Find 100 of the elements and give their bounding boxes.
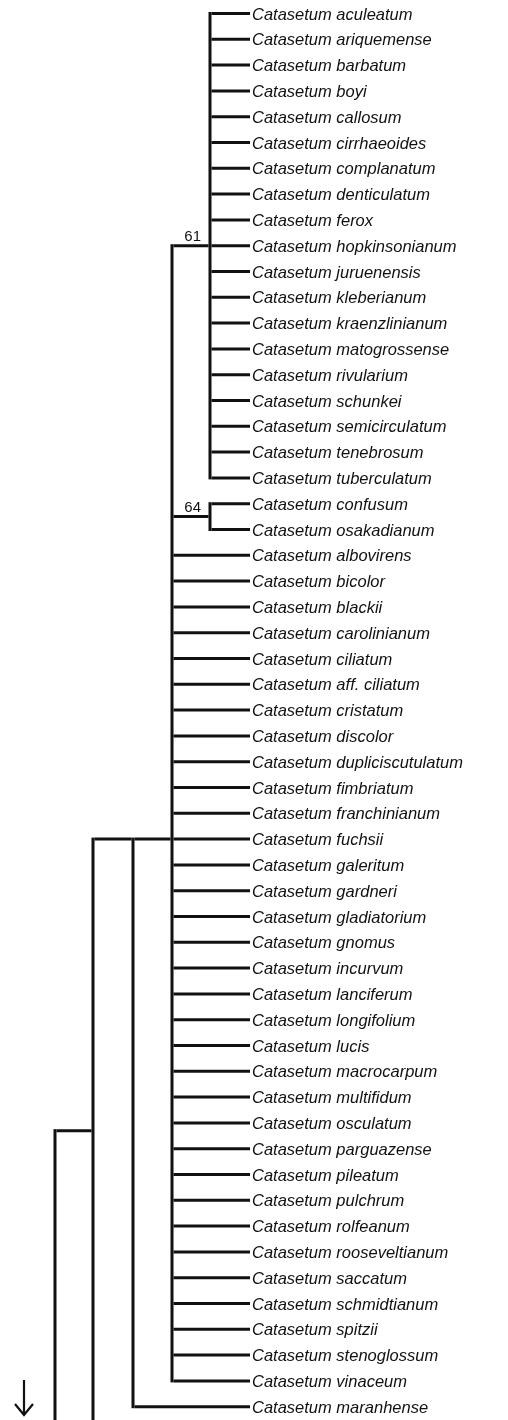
species-name: Catasetum fimbriatum [252,777,414,798]
branch-line [173,657,250,660]
branch-line [173,1224,250,1228]
species-name: Catasetum galeritum [252,854,405,875]
branch-line [173,992,250,996]
species-name: Catasetum rolfeanum [252,1216,410,1237]
branch-line [173,631,250,635]
species-name: Catasetum albovirens [252,545,412,566]
branch-line [211,218,250,222]
species-name: Catasetum discolor [252,725,394,746]
species-name: Catasetum stenoglossum [252,1345,439,1366]
branch-line [173,1276,250,1280]
species-name: Catasetum denticulatum [252,184,430,205]
branch-line [173,708,250,712]
species-name: Catasetum semicirculatum [252,416,447,437]
branch-line [211,63,250,67]
species-name: Catasetum bicolor [252,571,385,592]
species-name: Catasetum osculatum [252,1112,412,1133]
species-name: Catasetum confusum [252,493,408,514]
branch-line [173,244,209,248]
species-name: Catasetum fuchsii [252,829,384,850]
species-name: Catasetum pileatum [252,1164,399,1185]
species-name: Catasetum osakadianum [252,519,435,540]
clade-bar [53,1129,57,1420]
branch-line [173,889,250,893]
branch-line [173,1044,250,1047]
species-name: Catasetum rooseveltianum [252,1241,449,1262]
branch-line [211,373,250,377]
species-name: Catasetum pulchrum [252,1190,405,1211]
species-name: Catasetum maranhense [252,1396,429,1417]
species-name: Catasetum tenebrosum [252,442,424,463]
species-name: Catasetum gnomus [252,932,396,953]
species-name: Catasetum schmidtianum [252,1293,439,1314]
branch-line [134,837,171,841]
species-name: Catasetum juruenensis [252,261,421,282]
species-name: Catasetum ciliatum [252,648,393,669]
branch-line [173,940,250,944]
branch-line [211,166,250,170]
species-name: Catasetum cirrhaeoides [252,132,427,153]
branch-line [211,141,250,144]
branch-line [211,424,250,428]
branch-line [173,1198,250,1202]
species-name: Catasetum vinaceum [252,1370,407,1391]
branch-line [211,502,250,506]
species-name: Catasetum saccatum [252,1267,407,1288]
branch-line [173,1095,250,1099]
species-name: Catasetum matogrossense [252,338,450,359]
branch-line [211,528,250,531]
species-name: Catasetum lucis [252,1035,370,1056]
species-name: Catasetum hopkinsonianum [252,235,457,256]
branch-line [173,1327,250,1331]
species-name: Catasetum aff. ciliatum [252,674,420,695]
support-value: 61 [184,227,201,244]
branch-line [173,515,209,519]
species-name: Catasetum aculeatum [252,3,413,24]
species-name: Catasetum carolinianum [252,622,430,643]
species-name: Catasetum kraenzlinianum [252,313,448,334]
species-name: Catasetum dupliciscutulatum [252,751,463,772]
branch-line [173,863,250,867]
branch-line [173,605,250,609]
branch-line [173,579,250,583]
species-name: Catasetum callosum [252,106,402,127]
branch-line [211,347,250,351]
branch-line [173,682,250,686]
branch-line [211,399,250,402]
branch-line [173,837,250,841]
branch-line [211,295,250,299]
clade-bar [208,12,212,480]
branch-line [173,1173,250,1176]
species-name: Catasetum spitzii [252,1319,378,1340]
branch-line [211,321,250,325]
species-name: Catasetum gladiatorium [252,906,427,927]
branch-line [173,1250,250,1254]
support-value: 64 [184,498,201,515]
branch-line [211,270,250,273]
clade-bar [208,502,212,531]
species-name: Catasetum longifolium [252,1009,416,1030]
clade-bar [91,837,95,1420]
species-name: Catasetum cristatum [252,700,404,721]
branch-line [173,966,250,970]
species-name: Catasetum schunkei [252,390,402,411]
branch-line [211,192,250,196]
branch-line [173,1302,250,1305]
branch-line [211,476,250,480]
species-name: Catasetum macrocarpum [252,1061,438,1082]
species-name: Catasetum boyi [252,80,367,101]
branch-line [173,1121,250,1125]
branch-line [211,12,250,15]
species-name: Catasetum lanciferum [252,983,413,1004]
species-name: Catasetum gardneri [252,880,397,901]
species-name: Catasetum complanatum [252,158,436,179]
species-name: Catasetum franchinianum [252,803,440,824]
branch-line [173,1018,250,1022]
species-name: Catasetum rivularium [252,364,408,385]
clade-bar [170,244,174,1383]
species-name: Catasetum blackii [252,596,383,617]
branch-line [173,915,250,918]
branch-line [211,37,250,41]
branch-line [173,734,250,738]
clade-bar [131,837,135,1409]
